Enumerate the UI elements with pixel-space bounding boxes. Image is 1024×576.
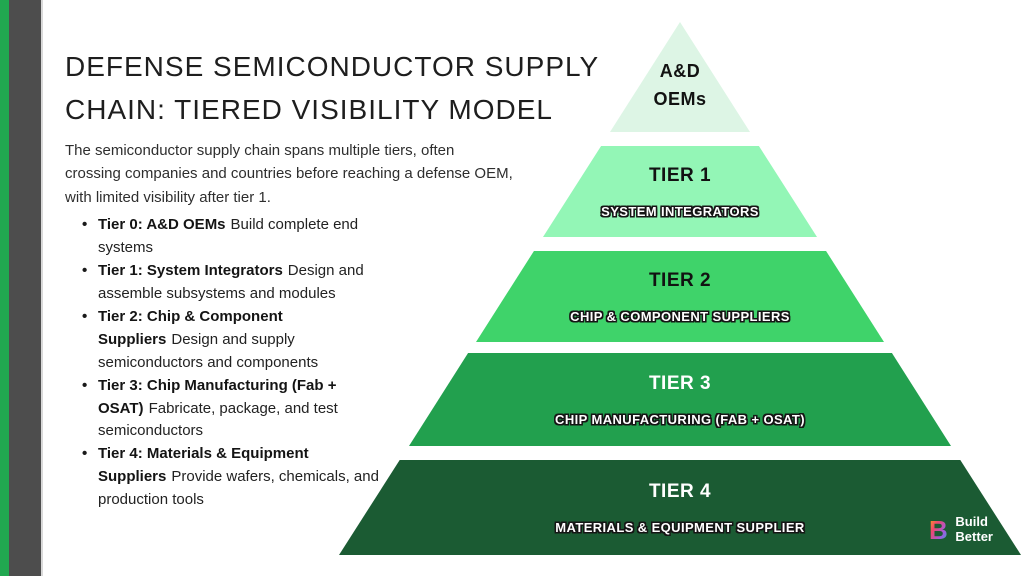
bullet-desc: Build complete end systems: [98, 216, 359, 256]
tier-4-subtitle: MATERIALS & EQUIPMENT SUPPLIER: [555, 519, 805, 535]
bullet-label: Tier 3: Chip Manufacturing (Fab + OSAT): [98, 376, 337, 417]
tier-3-subtitle: CHIP MANUFACTURING (FAB + OSAT): [555, 411, 805, 427]
bullet-label: Tier 2: Chip & Component Suppliers: [98, 307, 283, 348]
brand-line2: Better: [955, 528, 993, 544]
left-accent-stripe-gray: [9, 0, 43, 576]
pyramid-tier-2: TIER 2 CHIP & COMPONENT SUPPLIERS: [476, 251, 884, 342]
bullet-desc: Provide wafers, chemicals, and productio…: [98, 468, 379, 509]
tier-0-heading-line2: OEMs: [653, 89, 707, 110]
list-item: Tier 4: Materials & Equipment SuppliersP…: [80, 443, 398, 512]
tier-4-heading: TIER 4: [648, 480, 712, 502]
tier-1-subtitle: SYSTEM INTEGRATORS: [601, 203, 759, 219]
tier-0-heading-line1: A&D: [659, 61, 701, 82]
bullet-desc: Design and assemble subsystems and modul…: [98, 261, 364, 302]
tier-0-heading: A&D OEMs: [653, 58, 706, 114]
build-better-b-icon: B: [929, 517, 948, 543]
page-title: DEFENSE SEMICONDUCTOR SUPPLY CHAIN: TIER…: [65, 50, 599, 126]
bullet-label: Tier 4: Materials & Equipment Suppliers: [98, 445, 309, 486]
list-item: Tier 2: Chip & Component SuppliersDesign…: [80, 306, 398, 375]
tier-2-heading: TIER 2: [648, 269, 712, 291]
left-accent-stripe-green: [0, 0, 9, 576]
build-better-logo: B Build Better: [929, 515, 993, 544]
bullet-label: Tier 0: A&D OEMs: [98, 216, 226, 233]
pyramid-tier-3: TIER 3 CHIP MANUFACTURING (FAB + OSAT): [409, 353, 951, 446]
brand-line1: Build: [955, 514, 988, 530]
svg-text:B: B: [929, 517, 948, 543]
pyramid-tier-4: TIER 4 MATERIALS & EQUIPMENT SUPPLIER B …: [339, 460, 1021, 555]
tier-2-subtitle: CHIP & COMPONENT SUPPLIERS: [570, 308, 790, 324]
brand-text: Build Better: [955, 515, 993, 544]
tier-1-heading: TIER 1: [648, 164, 712, 186]
intro-paragraph: The semiconductor supply chain spans mul…: [65, 142, 513, 206]
tier-3-heading: TIER 3: [648, 372, 712, 394]
pyramid-tier-1: TIER 1 SYSTEM INTEGRATORS: [543, 146, 817, 237]
list-item: Tier 3: Chip Manufacturing (Fab + OSAT)F…: [80, 375, 398, 444]
bullet-desc: Fabricate, package, and test semiconduct…: [98, 399, 338, 440]
bullet-label: Tier 1: System Integrators: [98, 261, 283, 279]
bullet-desc: Design and supply semiconductors and com…: [98, 330, 319, 371]
